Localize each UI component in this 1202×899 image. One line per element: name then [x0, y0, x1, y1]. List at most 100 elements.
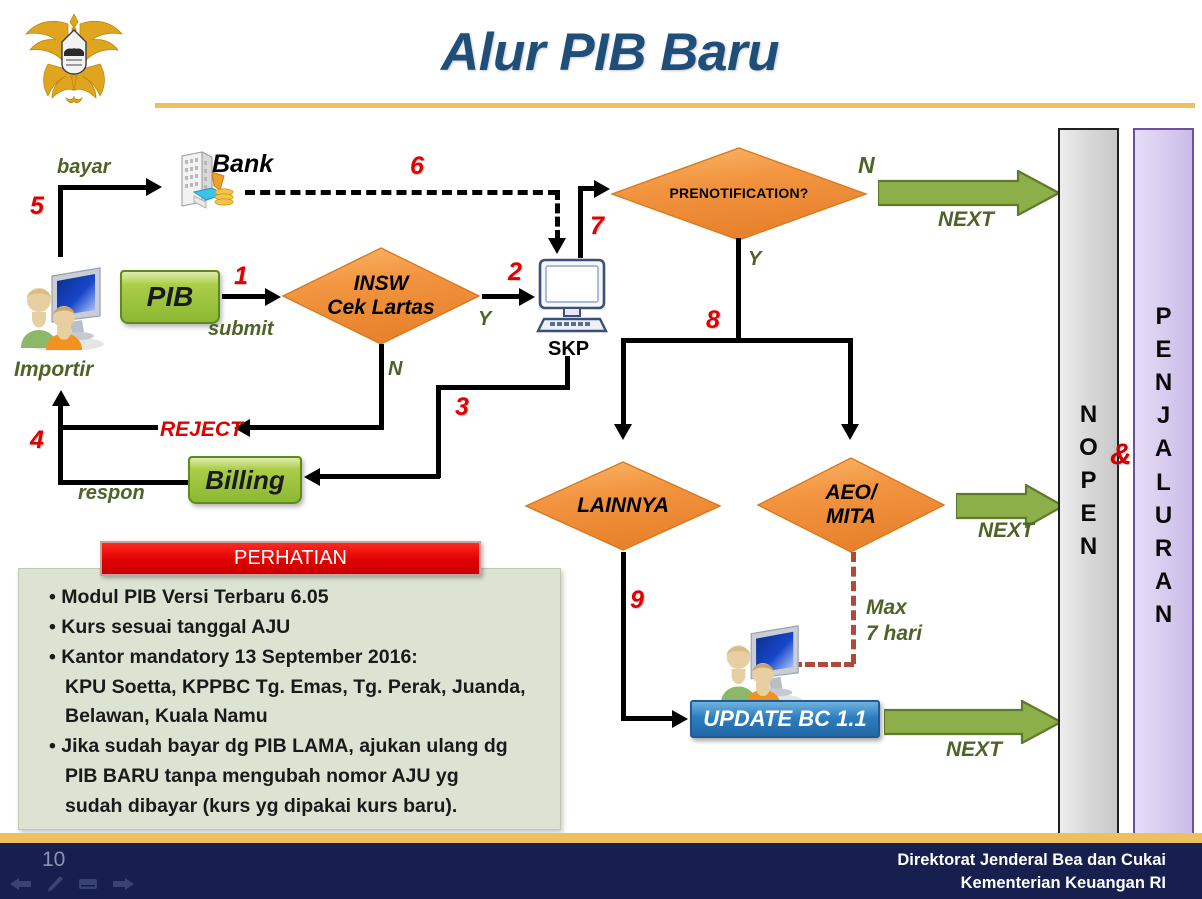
edge-max-7-hari-vertical: [851, 552, 856, 664]
edge-5-arrowhead: [146, 178, 162, 196]
vertical-letter: L: [1156, 468, 1171, 496]
branch-label-insw-yes: Y: [478, 308, 492, 330]
branch-label-insw-no: N: [388, 358, 403, 380]
pen-icon[interactable]: [46, 875, 64, 898]
node-prenotification[interactable]: PRENOTIFICATION?: [610, 146, 868, 242]
node-aeo-mita[interactable]: AEO/ MITA: [756, 456, 946, 554]
step-number-8: 8: [706, 306, 720, 334]
people-computer-icon: [12, 262, 110, 354]
vertical-letter: A: [1154, 567, 1173, 595]
label-bank: Bank: [212, 150, 274, 178]
prev-arrow-icon[interactable]: [10, 876, 32, 897]
node-aeo-line1: AEO/: [825, 481, 877, 505]
step-number-7: 7: [590, 212, 604, 240]
label-max-line1: Max: [866, 596, 907, 619]
vertical-letter: N: [1079, 533, 1098, 561]
node-update-bc[interactable]: UPDATE BC 1.1: [690, 700, 880, 738]
node-aeo-line2: MITA: [826, 505, 876, 528]
garuda-customs-emblem-icon: [18, 8, 130, 108]
edge-3-arrowhead: [304, 468, 320, 486]
label-reject: REJECT: [160, 418, 243, 441]
edge-7-horizontal: [578, 186, 598, 191]
node-pib[interactable]: PIB: [120, 270, 220, 324]
edge-5-vertical: [58, 185, 63, 257]
footer-divider: [0, 833, 1202, 843]
vertical-letter: A: [1154, 435, 1173, 463]
edge-1-arrowhead: [265, 288, 281, 306]
edge-3-vertical-a: [565, 356, 570, 388]
page-title: Alur PIB Baru: [440, 23, 780, 82]
node-insw-line2: Cek Lartas: [327, 296, 435, 319]
edge-6-vertical: [555, 190, 560, 240]
vertical-letter: O: [1079, 434, 1098, 462]
step-number-4: 4: [30, 426, 44, 454]
edge-8-branch-right: [848, 338, 853, 426]
footer: 10 Direktorat Jenderal Bea dan Cukai Kem…: [0, 843, 1202, 899]
vertical-letter: E: [1155, 336, 1172, 364]
note-panel: Modul PIB Versi Terbaru 6.05Kurs sesuai …: [18, 568, 561, 830]
edge-reject-arrowhead: [234, 419, 250, 437]
note-item: Kantor mandatory 13 September 2016:: [49, 643, 549, 672]
edge-insw-yes-line: [482, 294, 524, 299]
node-billing-label: Billing: [205, 464, 285, 495]
next-arrow-icon[interactable]: [112, 876, 134, 897]
edge-7-arrowhead: [594, 180, 610, 198]
label-max-hari: Max 7 hari: [866, 595, 922, 648]
label-importir: Importir: [14, 358, 94, 381]
note-item: Jika sudah bayar dg PIB LAMA, ajukan ula…: [49, 732, 549, 761]
vertical-letter: R: [1154, 534, 1173, 562]
desktop-computer-icon: [532, 257, 612, 335]
edge-4-vertical: [58, 403, 63, 485]
note-item: Kurs sesuai tanggal AJU: [49, 613, 549, 642]
footer-org-line1: Direktorat Jenderal Bea dan Cukai: [897, 851, 1166, 869]
vertical-letter: P: [1155, 303, 1172, 330]
note-item: Modul PIB Versi Terbaru 6.05: [49, 583, 549, 612]
vertical-letter: P: [1080, 467, 1097, 495]
edge-9-vertical: [621, 552, 626, 720]
edge-3-horizontal-a: [436, 385, 570, 390]
edge-4-arrowhead: [52, 390, 70, 406]
node-lainnya[interactable]: LAINNYA: [524, 460, 722, 552]
node-pib-label: PIB: [146, 281, 194, 312]
edge-8-right-arrowhead: [841, 424, 859, 440]
slide-icon[interactable]: [78, 877, 98, 896]
edge-max-7-hari-horizontal: [792, 662, 854, 667]
node-lainnya-label: LAINNYA: [577, 494, 669, 518]
node-insw-cek-lartas[interactable]: INSW Cek Lartas: [281, 246, 481, 346]
note-item: KPU Soetta, KPPBC Tg. Emas, Tg. Perak, J…: [65, 675, 526, 698]
node-billing[interactable]: Billing: [188, 456, 302, 504]
page-number: 10: [42, 848, 66, 871]
label-next-bottom: NEXT: [946, 738, 1003, 761]
vertical-letter: E: [1080, 500, 1097, 528]
people-computer-icon: [712, 620, 808, 710]
edge-9-arrowhead: [672, 710, 688, 728]
edge-4-reject-horizontal: [58, 425, 158, 430]
edge-3-horizontal-b: [316, 474, 440, 479]
label-skp: SKP: [548, 338, 590, 360]
vertical-letter: N: [1079, 401, 1098, 428]
footer-nav-icons: [10, 875, 134, 898]
edge-6-arrowhead: [548, 238, 566, 254]
edge-8-branch-left: [621, 338, 626, 426]
edge-8-vertical: [736, 238, 741, 342]
edge-5-horizontal: [58, 185, 148, 190]
edge-6-horizontal: [245, 190, 558, 195]
edge-insw-yes-arrowhead: [519, 288, 535, 306]
step-number-1: 1: [234, 262, 248, 290]
edge-8-horizontal: [621, 338, 853, 343]
footer-org-line2: Kementerian Keuangan RI: [960, 874, 1166, 893]
vertical-letter: J: [1156, 402, 1171, 430]
bank-building-money-icon: [168, 148, 238, 214]
note-list: Modul PIB Versi Terbaru 6.05Kurs sesuai …: [49, 583, 549, 822]
note-heading: PERHATIAN: [100, 541, 481, 576]
note-item: Belawan, Kuala Namu: [65, 705, 268, 728]
edge-insw-no-vertical: [379, 344, 384, 430]
label-next-middle: NEXT: [978, 519, 1035, 542]
edge-4-respon-horizontal: [58, 480, 188, 485]
next-arrow-top: [876, 169, 1062, 217]
step-number-3: 3: [455, 393, 469, 421]
